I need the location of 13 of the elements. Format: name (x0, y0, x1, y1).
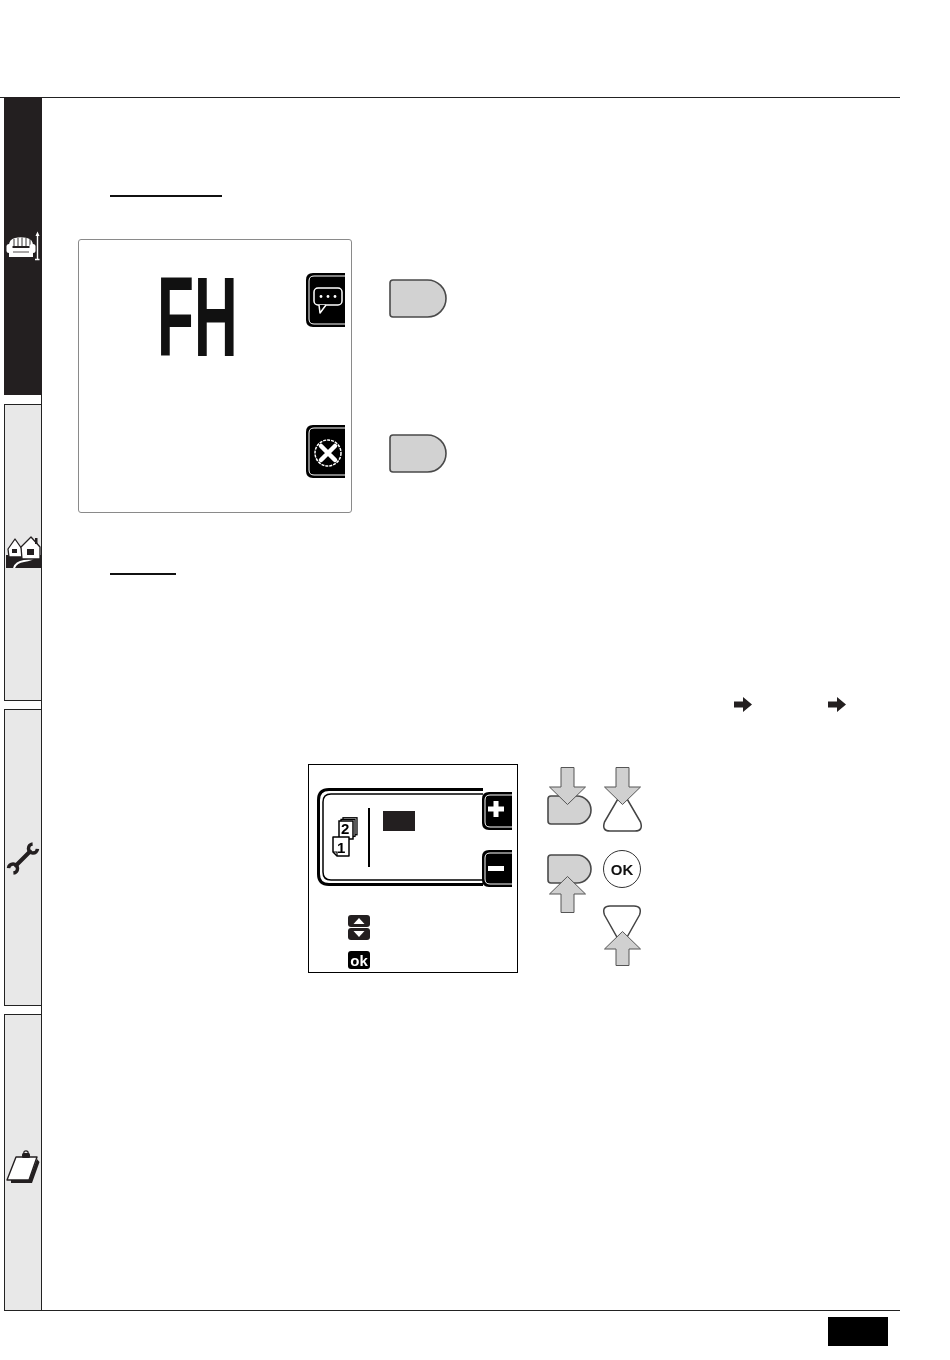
half-round-key (547, 795, 592, 825)
half-round-key (389, 434, 447, 473)
half-round-key (389, 279, 447, 318)
ok-key: OK (603, 850, 641, 888)
half-round-key (547, 854, 592, 884)
page-number: 1 (337, 840, 346, 855)
display-screen (308, 764, 518, 973)
ok-symbol: ok (348, 951, 370, 969)
error-code: FH (157, 260, 238, 374)
display-screen (78, 239, 352, 513)
page-number: 2 (341, 821, 350, 836)
triangle-key (601, 799, 644, 832)
triangle-key (601, 905, 643, 938)
